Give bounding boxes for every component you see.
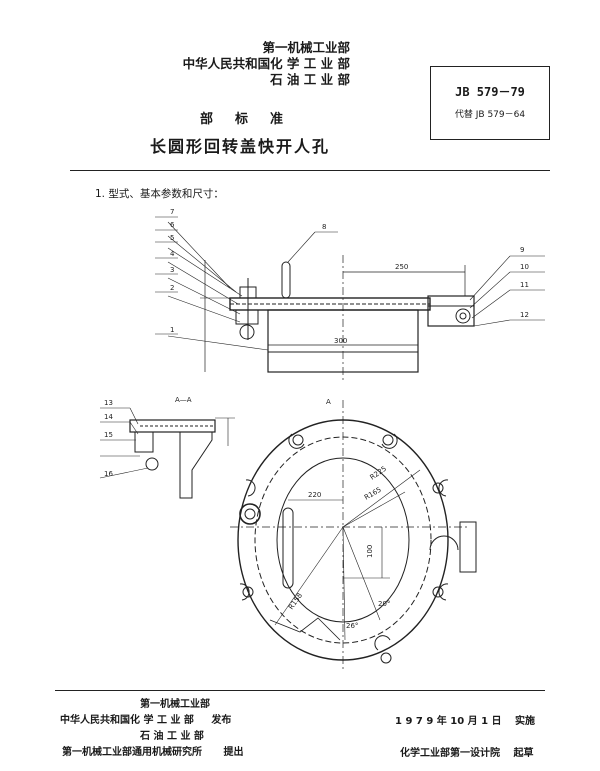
- standard-type: 部标准: [200, 112, 306, 127]
- dimension-label: 26°: [346, 622, 358, 630]
- part-number: 12: [520, 311, 529, 319]
- footer-issuer-text: 中华人民共和国化 学 工 业 部: [60, 715, 194, 726]
- part-number: 3: [170, 266, 174, 274]
- issuer-line: 石 油 工 业 部: [270, 72, 350, 87]
- part-number: 11: [520, 281, 529, 289]
- footer-effective-date: 1 9 7 9 年 10 月 1 日 实施: [395, 712, 535, 727]
- issuer-line: 第一机械工业部: [262, 40, 350, 55]
- footer-rule: [55, 690, 545, 691]
- dimension-label: 250: [395, 263, 408, 271]
- issuing-authorities: 第一机械工业部 中华人民共和国化 学 工 业 部 石 油 工 业 部: [150, 40, 350, 88]
- issuer-line: 中华人民共和国化 学 工 业 部: [182, 56, 350, 71]
- footer-drafter: 化学工业部第一设计院 起草: [400, 744, 533, 759]
- drafter-name: 化学工业部第一设计院: [400, 748, 500, 759]
- footer-issuer-line: 石 油 工 业 部: [140, 731, 204, 742]
- dimension-label: 20°: [378, 600, 390, 608]
- footer-proposer-text: 第一机械工业部通用机械研究所: [62, 747, 202, 758]
- dimension-label: R158: [287, 592, 304, 612]
- part-number: 16: [104, 470, 113, 478]
- standard-code: JB 579－79: [455, 85, 525, 99]
- part-number: 6: [170, 221, 175, 229]
- dimension-label: R225: [369, 465, 389, 482]
- part-number: 9: [520, 246, 524, 254]
- part-number: 1: [170, 326, 174, 334]
- section-heading: 1. 型式、基本参数和尺寸：: [95, 188, 224, 200]
- footer-action: 发布: [211, 715, 232, 726]
- footer-proposer-line: 第一机械工业部通用机械研究所 提出: [0, 745, 245, 761]
- part-number: 5: [170, 234, 174, 242]
- dimension-label: 220: [308, 491, 321, 499]
- dimension-label: 100: [366, 545, 374, 558]
- footer-issuer-line: 中华人民共和国化 学 工 业 部 发布: [0, 713, 245, 729]
- part-number: 2: [170, 284, 174, 292]
- replaces-code: 代替 JB 579－64: [454, 110, 526, 120]
- direction-label: A: [326, 398, 331, 406]
- part-number: 14: [104, 413, 113, 421]
- part-number: 10: [520, 263, 529, 271]
- footer-action: 提出: [223, 747, 244, 758]
- part-number: 8: [322, 223, 326, 231]
- footer-action: 起草: [513, 748, 534, 759]
- part-number: 13: [104, 399, 113, 407]
- document-title: 长圆形回转盖快开人孔: [150, 137, 331, 156]
- dimension-label: 300: [334, 337, 347, 345]
- footer-action: 实施: [515, 716, 536, 727]
- effective-date: 1 9 7 9 年 10 月 1 日: [395, 716, 502, 727]
- part-number: 15: [104, 431, 113, 439]
- footer-issuer-line: 第一机械工业部: [140, 699, 210, 710]
- part-number: 7: [170, 208, 174, 216]
- dimension-label: R165: [363, 486, 383, 502]
- header-rule: [70, 170, 550, 171]
- standard-code-box: JB 579－79 代替 JB 579－64: [430, 66, 550, 140]
- section-view-label: A—A: [175, 396, 192, 404]
- part-number: 4: [170, 250, 175, 258]
- footer-issuers: 第一机械工业部 中华人民共和国化 学 工 业 部 发布 石 油 工 业 部 第一…: [0, 697, 245, 761]
